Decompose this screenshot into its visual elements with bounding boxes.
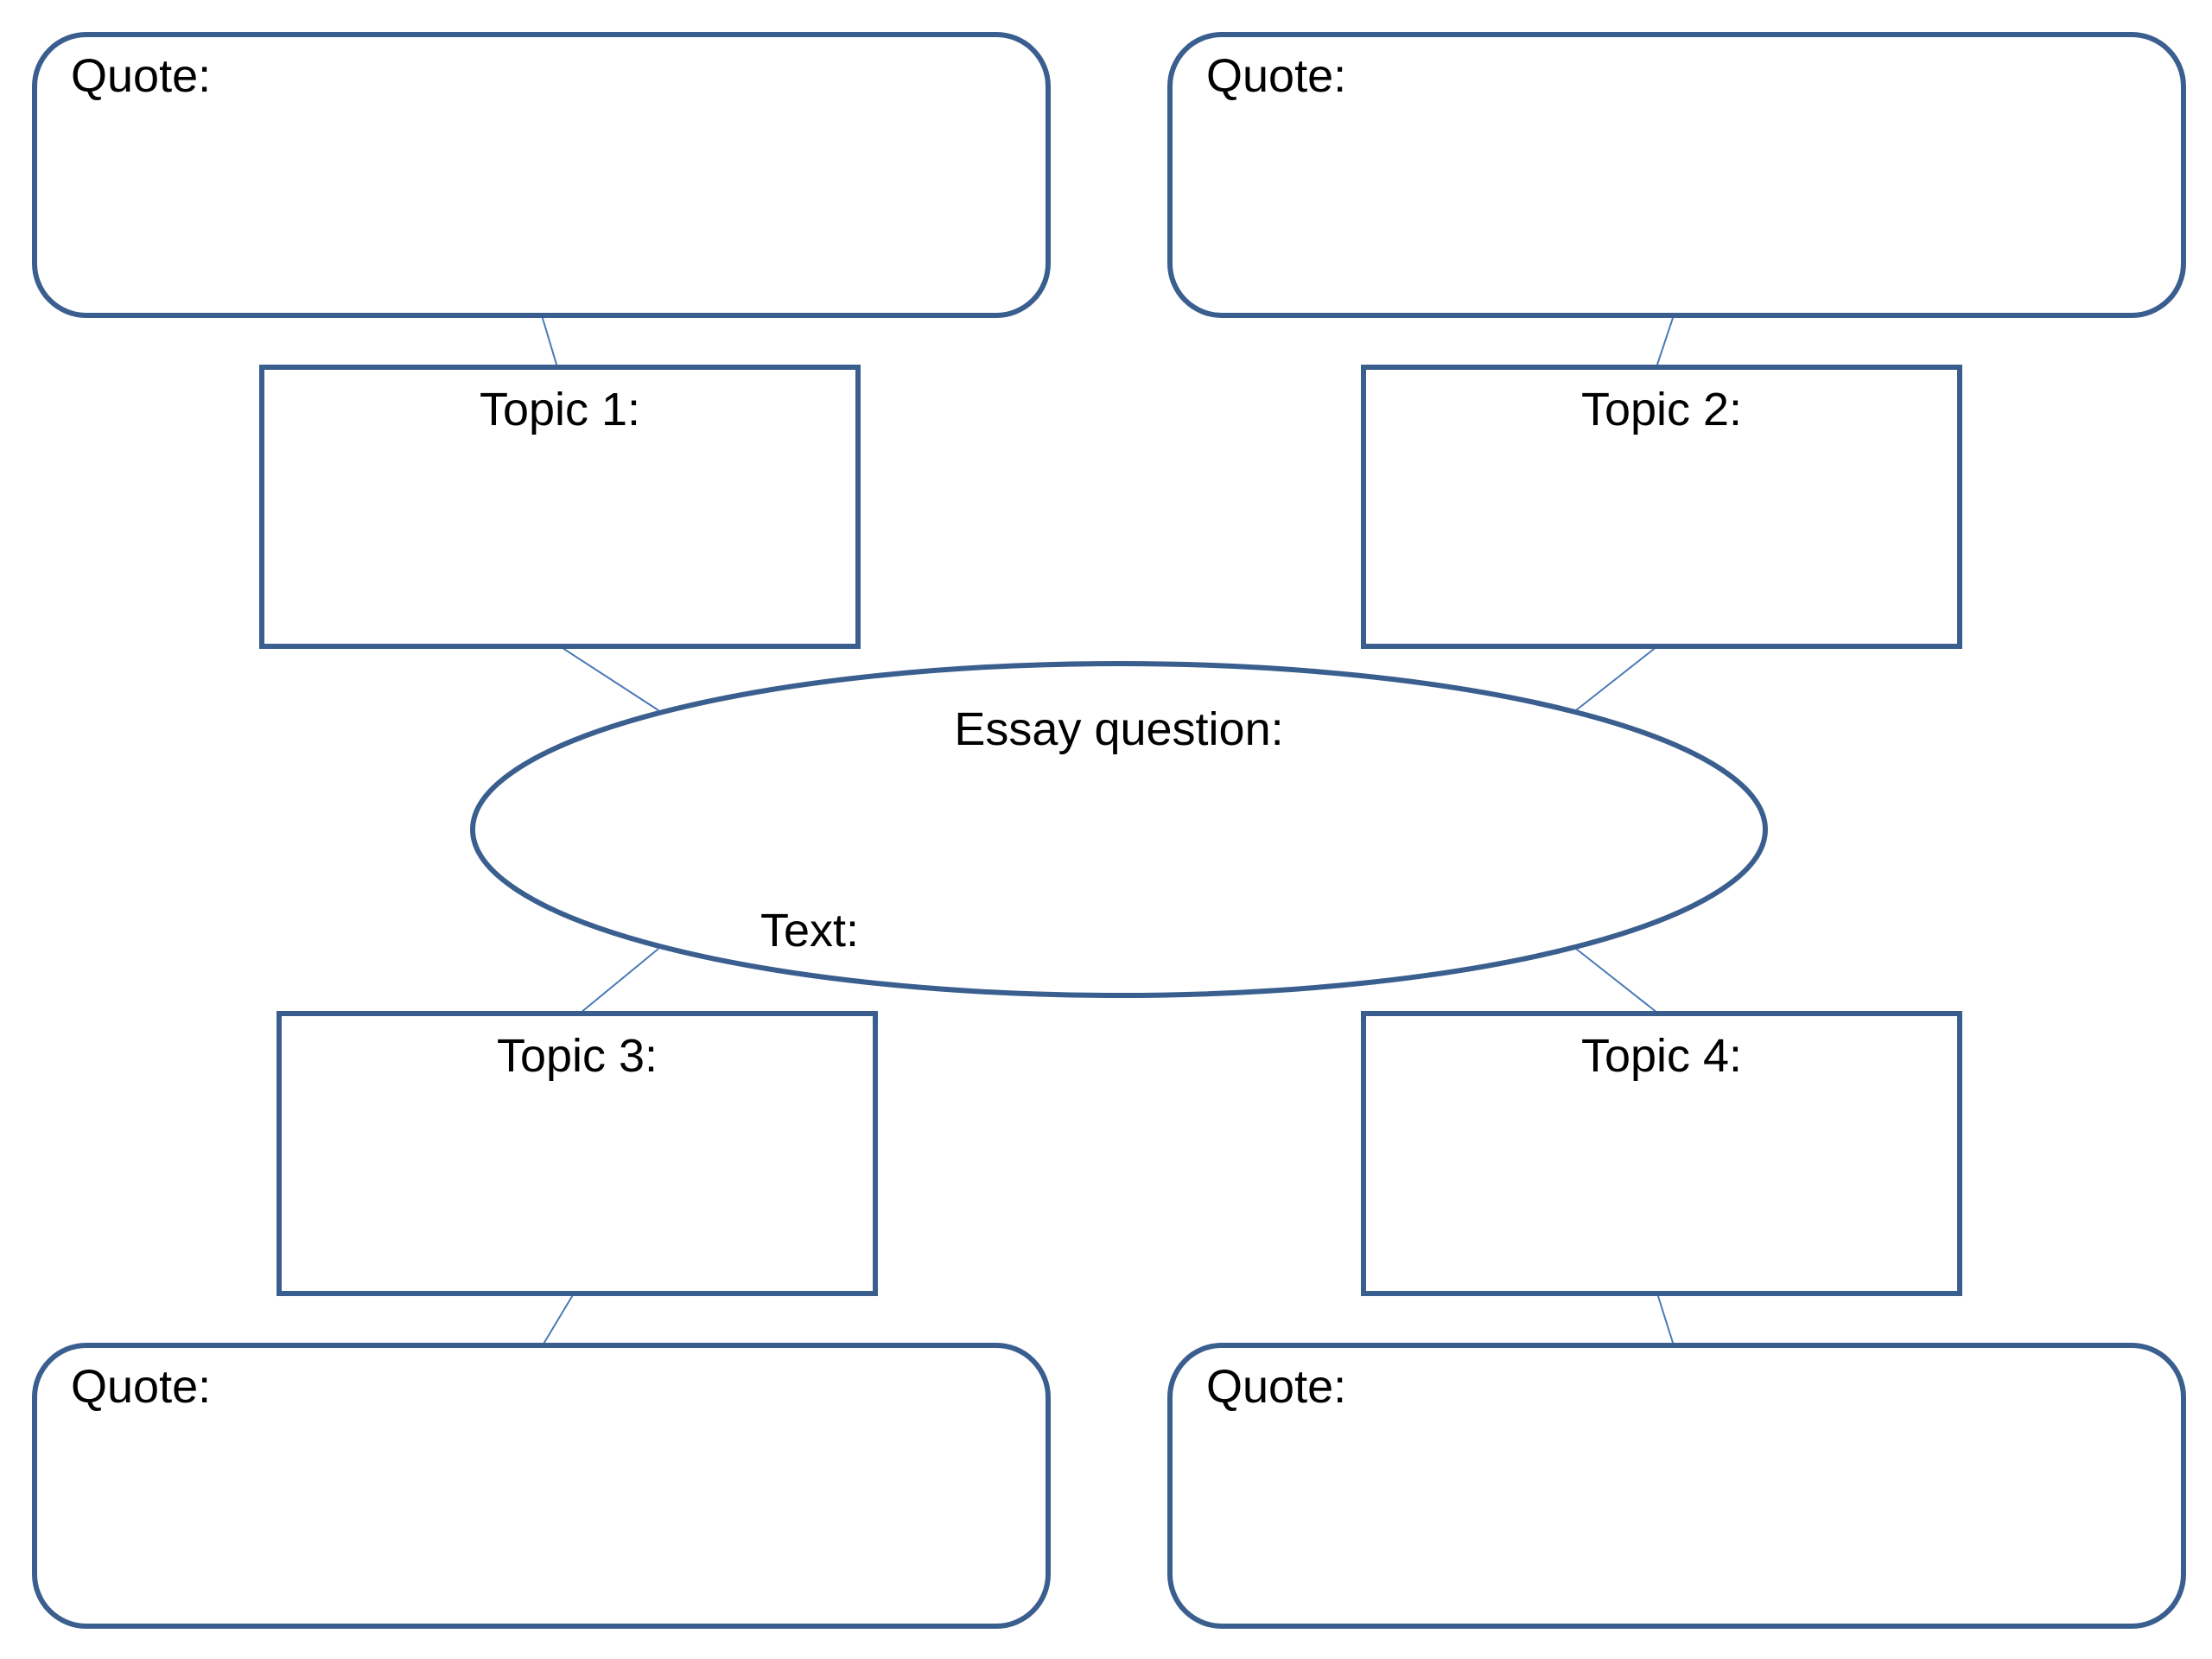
text-label: Text:: [760, 905, 859, 957]
topic-box-2: [1361, 365, 1962, 649]
essay-question-label: Essay question:: [954, 703, 1283, 755]
essay-question-ellipse: [470, 661, 1768, 998]
topic-label-3: Topic 3:: [497, 1030, 658, 1082]
quote-box-bottom-right: [1167, 1343, 2186, 1629]
connector-quote1-topic1: [541, 315, 558, 368]
connector-center-topic3: [580, 948, 659, 1014]
connector-topic3-quote3: [542, 1293, 575, 1346]
connector-topic2-center: [1575, 645, 1658, 711]
topic-box-1: [259, 365, 861, 649]
connector-topic1-center: [559, 645, 659, 711]
topic-box-4: [1361, 1011, 1962, 1296]
quote-box-bottom-left: [32, 1343, 1051, 1629]
quote-label-bottom-right: Quote:: [1206, 1361, 1346, 1413]
connector-center-topic4: [1575, 948, 1658, 1014]
quote-box-top-left: [32, 32, 1051, 318]
quote-label-top-right: Quote:: [1206, 50, 1346, 102]
quote-label-top-left: Quote:: [71, 50, 211, 102]
connector-topic4-quote4: [1656, 1293, 1675, 1346]
quote-label-bottom-left: Quote:: [71, 1361, 211, 1413]
topic-label-2: Topic 2:: [1581, 384, 1742, 435]
quote-box-top-right: [1167, 32, 2186, 318]
connector-quote2-topic2: [1656, 315, 1675, 368]
topic-label-4: Topic 4:: [1581, 1030, 1742, 1082]
topic-box-3: [276, 1011, 878, 1296]
topic-label-1: Topic 1:: [480, 384, 640, 435]
